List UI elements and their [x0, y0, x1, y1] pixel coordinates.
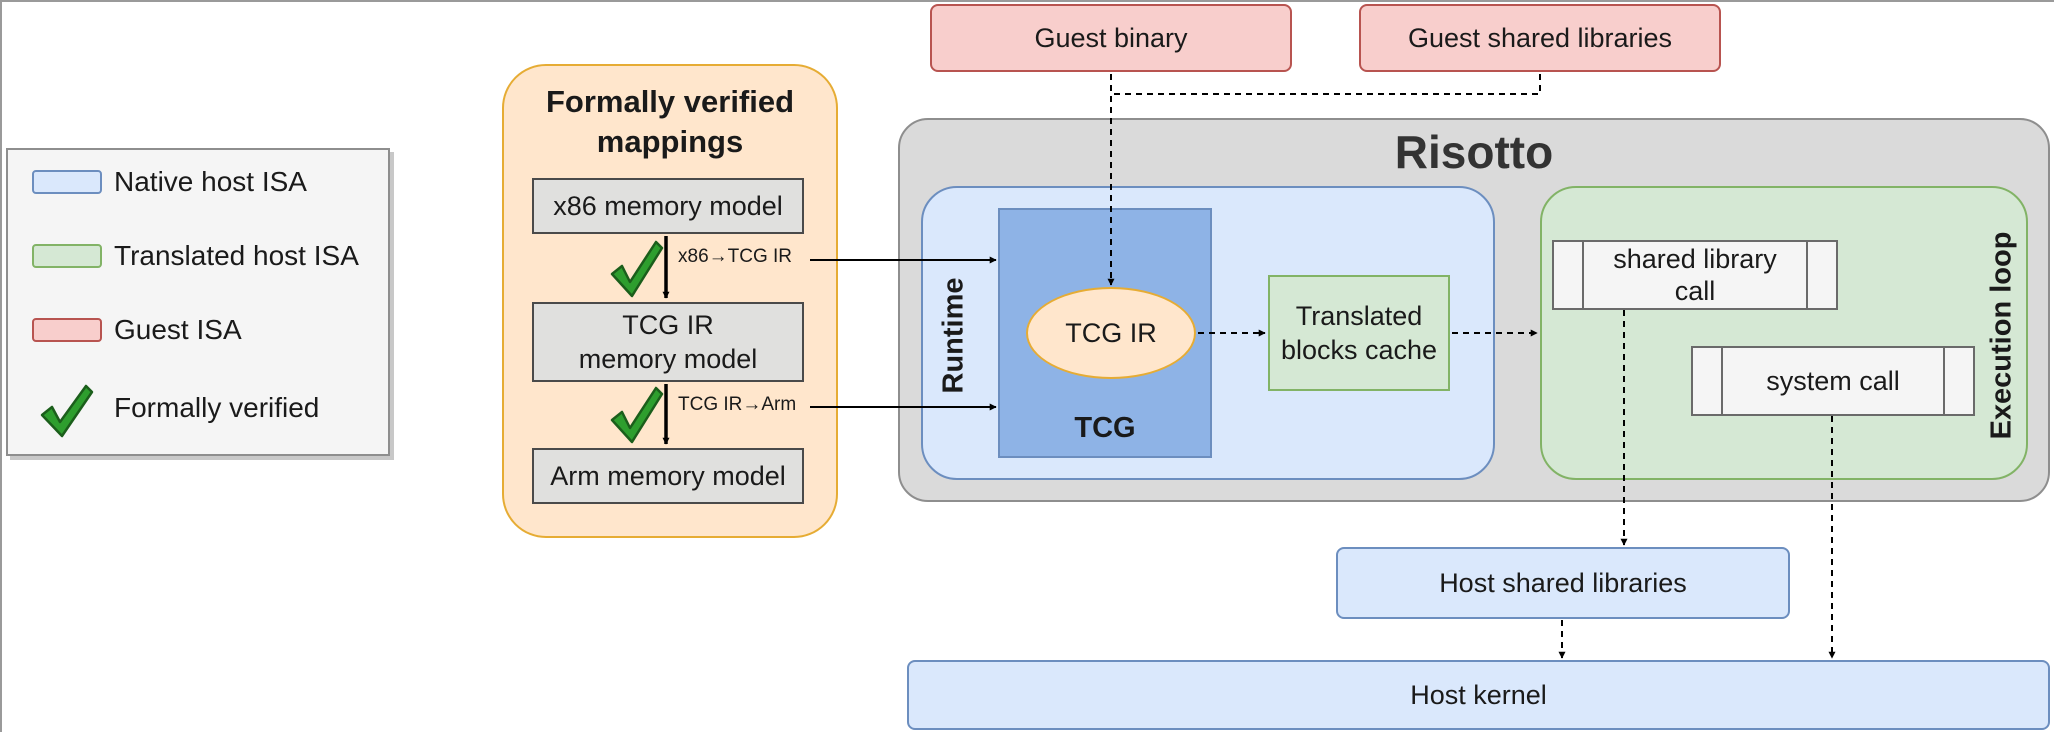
execution-loop-region	[1540, 186, 2028, 480]
host-shared-libraries-label: Host shared libraries	[1439, 568, 1687, 598]
mapping-tcg-to-arm-label: TCG IR→Arm	[678, 394, 797, 415]
host-kernel-label: Host kernel	[1410, 680, 1547, 710]
legend-label-native: Native host ISA	[114, 166, 307, 197]
check-icon	[610, 240, 664, 298]
dashed-arrows	[1107, 74, 1836, 659]
risotto-title: Risotto	[1394, 126, 1554, 178]
host-shared-libraries-box: Host shared libraries	[1336, 547, 1790, 619]
verified-mappings-title: Formally verified mappings	[545, 84, 795, 159]
legend: Native host ISA Translated host ISA Gues…	[6, 148, 390, 456]
legend-label-guest: Guest ISA	[114, 314, 242, 345]
x86-memory-model-box: x86 memory model	[532, 178, 804, 234]
cache-label-2: blocks cache	[1280, 335, 1438, 365]
check-icon	[40, 384, 94, 438]
check-icon	[610, 386, 664, 444]
arm-memory-model-label: Arm memory model	[550, 461, 786, 491]
solid-arrows	[662, 236, 997, 445]
tcg-label: TCG	[1074, 411, 1136, 444]
shared-library-call-label-2: call	[1674, 276, 1716, 306]
cache-label-1: Translated	[1295, 301, 1423, 331]
guest-binary-label: Guest binary	[1034, 23, 1188, 53]
shared-library-call-label-1: shared library	[1613, 244, 1777, 274]
x86-memory-model-label: x86 memory model	[553, 191, 783, 221]
tcg-memory-model-label-1: TCG IR	[622, 310, 714, 340]
legend-swatch-guest	[32, 318, 102, 342]
guest-shared-libraries-box: Guest shared libraries	[1359, 4, 1721, 72]
tcg-memory-model-box: TCG IR memory model	[532, 302, 804, 382]
arm-memory-model-box: Arm memory model	[532, 448, 804, 504]
host-kernel-box: Host kernel	[907, 660, 2050, 730]
legend-label-verified: Formally verified	[114, 392, 320, 423]
tcg-ir-node: TCG IR	[1026, 287, 1196, 379]
process-bar-left	[1582, 242, 1584, 308]
legend-swatch-native	[32, 170, 102, 194]
process-bar-right	[1943, 348, 1945, 414]
process-bar-right	[1806, 242, 1808, 308]
translated-blocks-cache-box: Translated blocks cache	[1268, 275, 1450, 391]
tcg-memory-model-label-2: memory model	[578, 344, 758, 374]
system-call-box: system call	[1691, 346, 1975, 416]
frame-top-edge	[0, 0, 2054, 2]
guest-shared-libraries-label: Guest shared libraries	[1407, 23, 1673, 53]
mapping-x86-to-tcg-label: x86→TCG IR	[678, 246, 793, 267]
shared-library-call-box: shared library call	[1552, 240, 1838, 310]
guest-libs-joint	[1111, 74, 1541, 95]
guest-binary-box: Guest binary	[930, 4, 1292, 72]
tcg-ir-label: TCG IR	[1065, 318, 1157, 348]
system-call-label: system call	[1766, 366, 1900, 396]
legend-swatch-translated	[32, 244, 102, 268]
frame-left-edge	[0, 0, 2, 732]
process-bar-left	[1721, 348, 1723, 414]
legend-label-translated: Translated host ISA	[114, 240, 359, 271]
